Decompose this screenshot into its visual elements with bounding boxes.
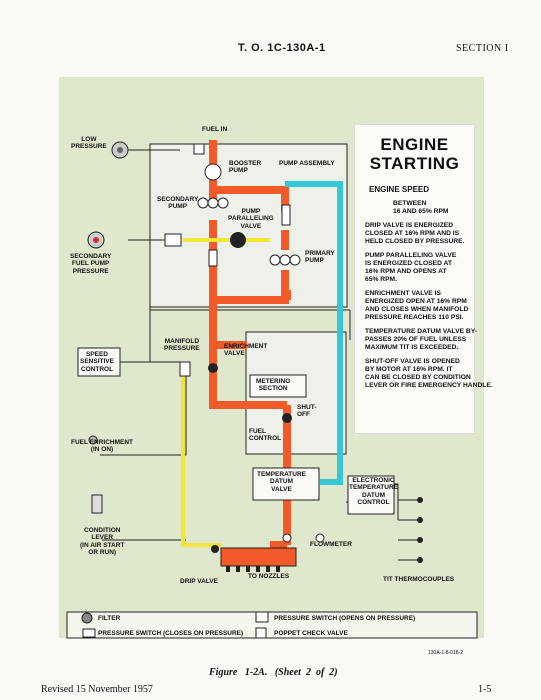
speed-sensitive-control-box [77,347,121,377]
note-pump-paralleling-valve: PUMP PARALLELING VALVE IS ENERGIZED CLOS… [365,252,457,283]
engine-starting-panel: ENGINE STARTING ENGINE SPEED BETWEEN 16 … [354,124,493,434]
panel-title: ENGINE STARTING [369,135,460,173]
legend-poppet-check-valve: POPPET CHECK VALVE [274,630,348,637]
note-enrichment-valve: ENRICHMENT VALVE IS ENERGIZED OPEN AT 16… [365,290,469,321]
temperature-datum-valve-label: TEMPERATURE DATUM VALVE [257,471,306,493]
engine-speed-heading: ENGINE SPEED [369,185,430,194]
legend-pressure-switch-closes: PRESSURE SWITCH (CLOSES ON PRESSURE) [98,630,244,637]
electronic-temp-datum-control-label: ELECTRONIC TEMPERATURE DATUM CONTROL [349,477,398,507]
secondary-pump-label: SECONDARY PUMP [157,196,199,211]
tit-thermocouples-label: TIT THERMOCOUPLES [383,576,455,583]
fuel-enrichment-label: FUEL ENRICHMENT (IN ON) [71,439,133,454]
primary-pump-label: PRIMARY PUMP [305,250,335,265]
metering-section-label: METERING SECTION [256,378,291,393]
paralleling-valve-symbol [230,232,246,248]
tech-order-number: T. O. 1C-130A-1 [238,42,326,54]
speed-sensitive-control-label: SPEED SENSITIVE CONTROL [80,351,114,373]
low-pressure-label: LOW PRESSURE [71,136,107,151]
section-label: SECTION I [456,43,509,54]
enrichment-valve-label: ENRICHMENT VALVE [224,343,268,358]
booster-pump-label: BOOSTER PUMP [229,160,262,175]
legend-pressure-switch-opens: PRESSURE SWITCH (OPENS ON PRESSURE) [274,615,416,622]
nozzle-manifold [220,547,297,567]
to-nozzles-label: TO NOZZLES [248,573,290,580]
bypass-line [285,181,343,485]
note-temperature-datum-valve: TEMPERATURE DATUM VALVE BY- PASSES 20% O… [365,328,478,351]
drip-valve-label: DRIP VALVE [180,578,218,585]
engine-speed-range: BETWEEN 16 AND 65% RPM [393,200,449,215]
pump-assembly-box [149,143,348,308]
electronic-control-box [347,475,395,515]
shut-off-label: SHUT- OFF [297,404,317,419]
legend-filter: FILTER [98,615,121,622]
note-drip-valve: DRIP VALVE IS ENERGIZED CLOSED AT 16% RP… [365,222,465,245]
temperature-datum-valve-box [252,467,320,501]
note-shut-off-valve: SHUT-OFF VALVE IS OPENED BY MOTOR AT 16%… [365,358,493,389]
metering-section-box [249,374,307,398]
revision-date: Revised 15 November 1957 [41,684,153,695]
pump-assembly-label: PUMP ASSEMBLY [279,160,335,167]
manifold-pressure-label: MANIFOLD PRESSURE [164,338,200,353]
booster-pump-symbol [204,163,222,181]
fuel-control-label: FUEL CONTROL [249,428,282,443]
secondary-fuel-pump-pressure-label: SECONDARY FUEL PUMP PRESSURE [70,253,112,275]
figure-caption: Figure 1-2A. (Sheet 2 of 2) [209,667,338,678]
fuel-in-label: FUEL IN [202,126,228,133]
condition-lever-symbol [91,494,103,514]
page-number: 1-5 [478,684,492,695]
condition-lever-label: CONDITION LEVER (IN AIR START OR RUN) [80,527,125,557]
figure-code: 130A-1-8-018-2 [428,650,464,656]
flowmeter-label: FLOWMETER [310,541,352,548]
pump-paralleling-valve-label: PUMP PARALLELING VALVE [228,208,274,230]
